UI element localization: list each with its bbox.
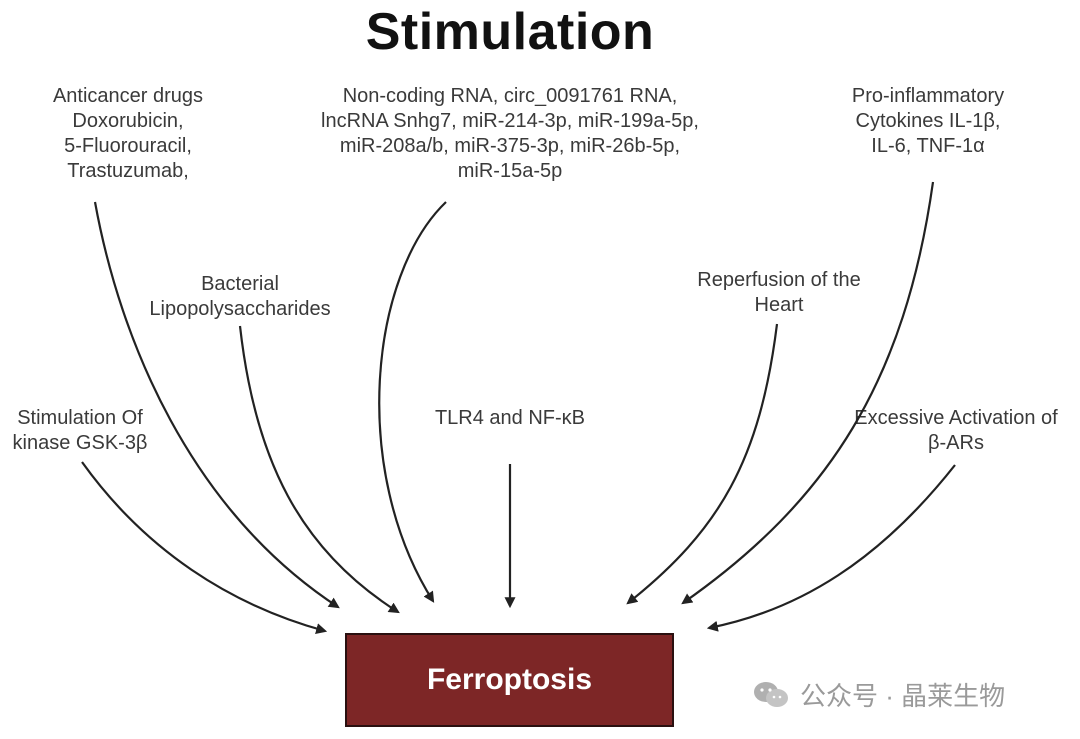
label-excessive-activation-beta-ars: Excessive Activation of β-ARs <box>832 406 1080 456</box>
label-tlr4-nfkb: TLR4 and NF-κB <box>410 406 610 431</box>
label-line: Pro-inflammatory <box>851 85 1005 107</box>
arrow-pro-inflammatory <box>681 181 935 605</box>
label-pro-inflammatory-cytokines: Pro-inflammatory Cytokines IL-1β, IL-6, … <box>818 84 1038 159</box>
label-bacterial-lipopolysaccharides: Bacterial Lipopolysaccharides <box>130 272 350 322</box>
label-line: lncRNA Snhg7, miR-214-3p, miR-199a-5p, <box>321 110 699 132</box>
arrow-gsk3b <box>81 461 328 634</box>
label-line: Cytokines IL-1β, <box>855 110 1001 132</box>
label-line: TLR4 and NF-κB <box>434 407 586 429</box>
arrow-non-coding-rna <box>378 201 447 603</box>
label-line: 5-Fluorouracil, <box>64 135 192 157</box>
label-line: Stimulation Of <box>17 407 143 429</box>
arrow-bacterial <box>238 325 400 614</box>
watermark: 公众号 · 晶莱生物 <box>752 676 1005 713</box>
wechat-icon <box>754 681 788 707</box>
arrow-beta-ars <box>706 464 956 632</box>
label-line: miR-15a-5p <box>457 160 563 182</box>
label-line: kinase GSK-3β <box>12 432 148 454</box>
label-line: Reperfusion of the <box>697 269 861 291</box>
label-line: Heart <box>754 294 804 316</box>
label-line: Anticancer drugs <box>52 85 204 107</box>
label-line: β-ARs <box>928 432 984 454</box>
label-line: Bacterial <box>201 273 279 295</box>
label-line: IL-6, TNF-1α <box>871 135 985 157</box>
ferroptosis-box: Ferroptosis <box>345 633 674 727</box>
label-line: miR-208a/b, miR-375-3p, miR-26b-5p, <box>339 135 681 157</box>
label-line: Lipopolysaccharides <box>149 298 331 320</box>
label-stimulation-gsk3b: Stimulation Of kinase GSK-3β <box>4 406 156 456</box>
label-reperfusion-of-heart: Reperfusion of the Heart <box>674 268 884 318</box>
ferroptosis-label: Ferroptosis <box>426 663 593 696</box>
arrow-reperfusion <box>626 323 779 605</box>
label-non-coding-rna: Non-coding RNA, circ_0091761 RNA, lncRNA… <box>290 84 730 184</box>
diagram-title: Stimulation <box>365 3 655 61</box>
label-line: Doxorubicin, <box>72 110 184 132</box>
label-line: Trastuzumab, <box>67 160 189 182</box>
watermark-text: 公众号 · 晶莱生物 <box>800 681 1006 711</box>
label-anticancer-drugs: Anticancer drugs Doxorubicin, 5-Fluorour… <box>28 84 228 184</box>
label-line: Non-coding RNA, circ_0091761 RNA, <box>342 85 678 107</box>
arrow-anticancer <box>93 201 340 609</box>
label-line: Excessive Activation of <box>854 407 1058 429</box>
